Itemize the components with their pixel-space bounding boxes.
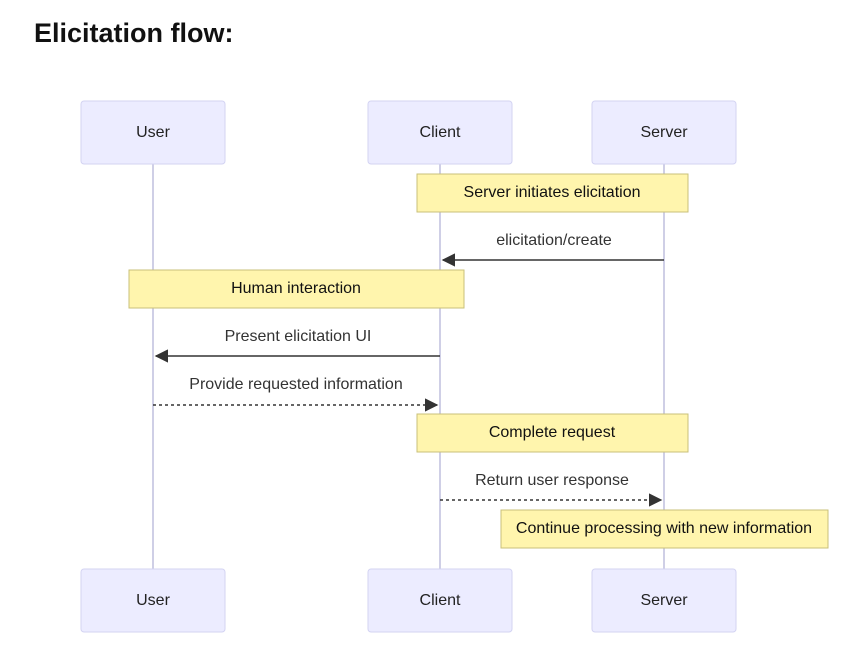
diagram-title: Elicitation flow: (34, 18, 234, 48)
note-server-initiates: Server initiates elicitation (416, 173, 689, 213)
message-return-response-label: Return user response (475, 472, 629, 489)
actor-server-top: Server (591, 100, 737, 165)
actor-client-top-label: Client (420, 124, 461, 141)
note-complete-request: Complete request (416, 413, 689, 453)
actor-client-bottom: Client (367, 568, 513, 633)
message-provide-info-label: Provide requested information (189, 376, 402, 393)
message-provide-info: Provide requested information (153, 376, 439, 412)
note-complete-request-label: Complete request (489, 424, 616, 441)
actor-client-top: Client (367, 100, 513, 165)
message-elicitation-create-label: elicitation/create (496, 232, 612, 249)
message-elicitation-create: elicitation/create (441, 232, 664, 267)
note-human-interaction: Human interaction (128, 269, 465, 309)
note-server-initiates-label: Server initiates elicitation (464, 184, 641, 201)
actor-server-top-label: Server (640, 124, 688, 141)
message-present-ui-label: Present elicitation UI (225, 328, 372, 345)
actor-user-bottom: User (80, 568, 226, 633)
actor-client-bottom-label: Client (420, 592, 461, 609)
actor-user-top-label: User (136, 124, 170, 141)
note-human-interaction-label: Human interaction (231, 280, 361, 297)
message-return-response: Return user response (440, 472, 663, 507)
message-present-ui: Present elicitation UI (154, 328, 440, 363)
note-continue-processing: Continue processing with new information (500, 509, 829, 549)
note-continue-processing-label: Continue processing with new information (516, 520, 812, 537)
actor-server-bottom-label: Server (640, 592, 688, 609)
actor-user-bottom-label: User (136, 592, 170, 609)
actor-server-bottom: Server (591, 568, 737, 633)
actor-user-top: User (80, 100, 226, 165)
